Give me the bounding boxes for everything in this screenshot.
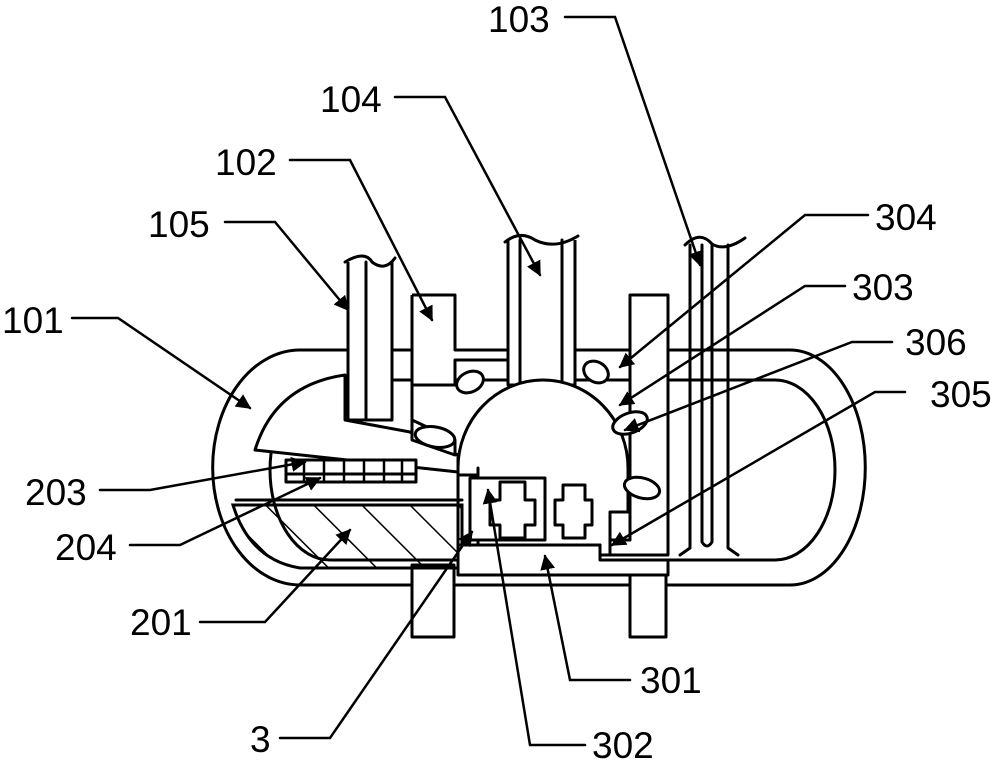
label-105: 105 <box>148 204 210 245</box>
label-201: 201 <box>130 602 192 643</box>
label-3: 3 <box>250 719 271 760</box>
label-102: 102 <box>215 142 277 183</box>
label-101: 101 <box>2 300 64 341</box>
pipe-105 <box>343 254 397 422</box>
leader-lines <box>70 15 907 747</box>
label-306: 306 <box>905 322 967 363</box>
pipe-104 <box>503 234 580 387</box>
label-305: 305 <box>930 374 992 415</box>
label-301: 301 <box>640 660 702 701</box>
internal-teeth <box>488 480 594 540</box>
label-303: 303 <box>852 267 914 308</box>
comb-element <box>284 458 418 484</box>
label-203: 203 <box>25 472 87 513</box>
label-103: 103 <box>488 0 550 40</box>
pipe-103 <box>678 235 747 557</box>
label-304: 304 <box>875 197 937 238</box>
wedge-plate <box>253 373 460 474</box>
label-104: 104 <box>320 79 382 120</box>
label-204: 204 <box>55 527 117 568</box>
label-302: 302 <box>592 725 654 765</box>
